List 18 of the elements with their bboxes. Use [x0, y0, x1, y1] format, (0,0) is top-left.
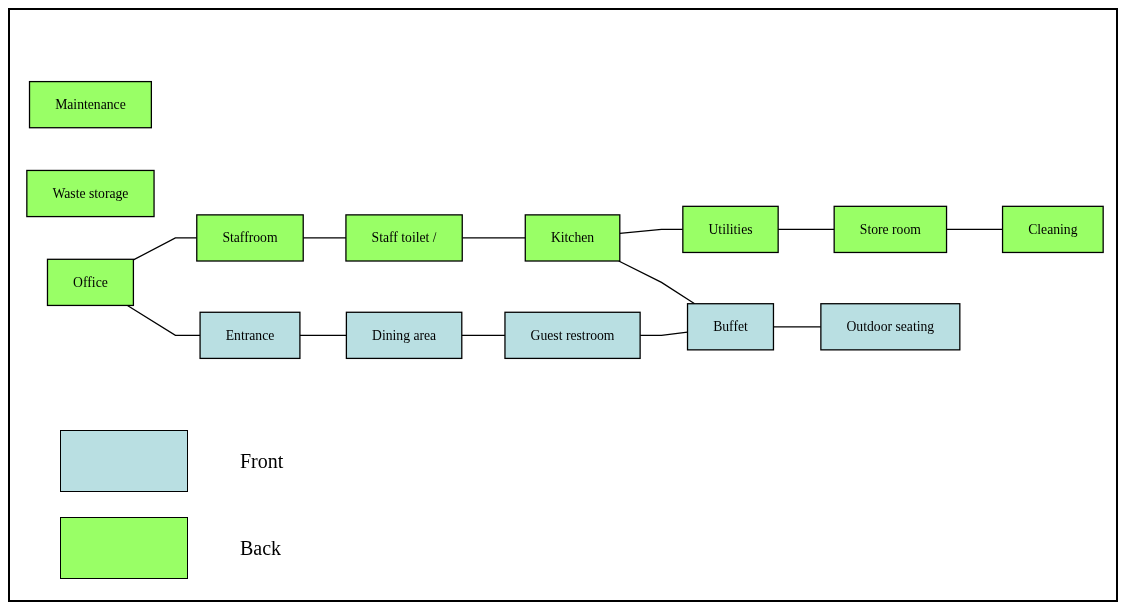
connector: [618, 260, 696, 305]
node-box: Office: [46, 258, 135, 307]
node-box: Utilities: [682, 205, 779, 254]
legend-label: Front: [240, 449, 284, 473]
node-box: Maintenance: [28, 80, 152, 129]
node-box: Store room: [833, 205, 948, 254]
node-box: Guest restroom: [504, 311, 641, 360]
node-box: Staff toilet /: [345, 214, 463, 262]
connector: [126, 304, 201, 336]
node-box: Buffet: [686, 303, 775, 351]
node-box: Kitchen: [524, 214, 621, 262]
node-box: Entrance: [199, 311, 301, 360]
node-box: Dining area: [345, 311, 463, 360]
node-box: Cleaning: [1001, 205, 1104, 254]
node-box: Staffroom: [196, 214, 304, 262]
legend-label: Back: [240, 536, 282, 560]
node-box: Outdoor seating: [820, 303, 961, 351]
node-box: Waste storage: [26, 169, 155, 218]
